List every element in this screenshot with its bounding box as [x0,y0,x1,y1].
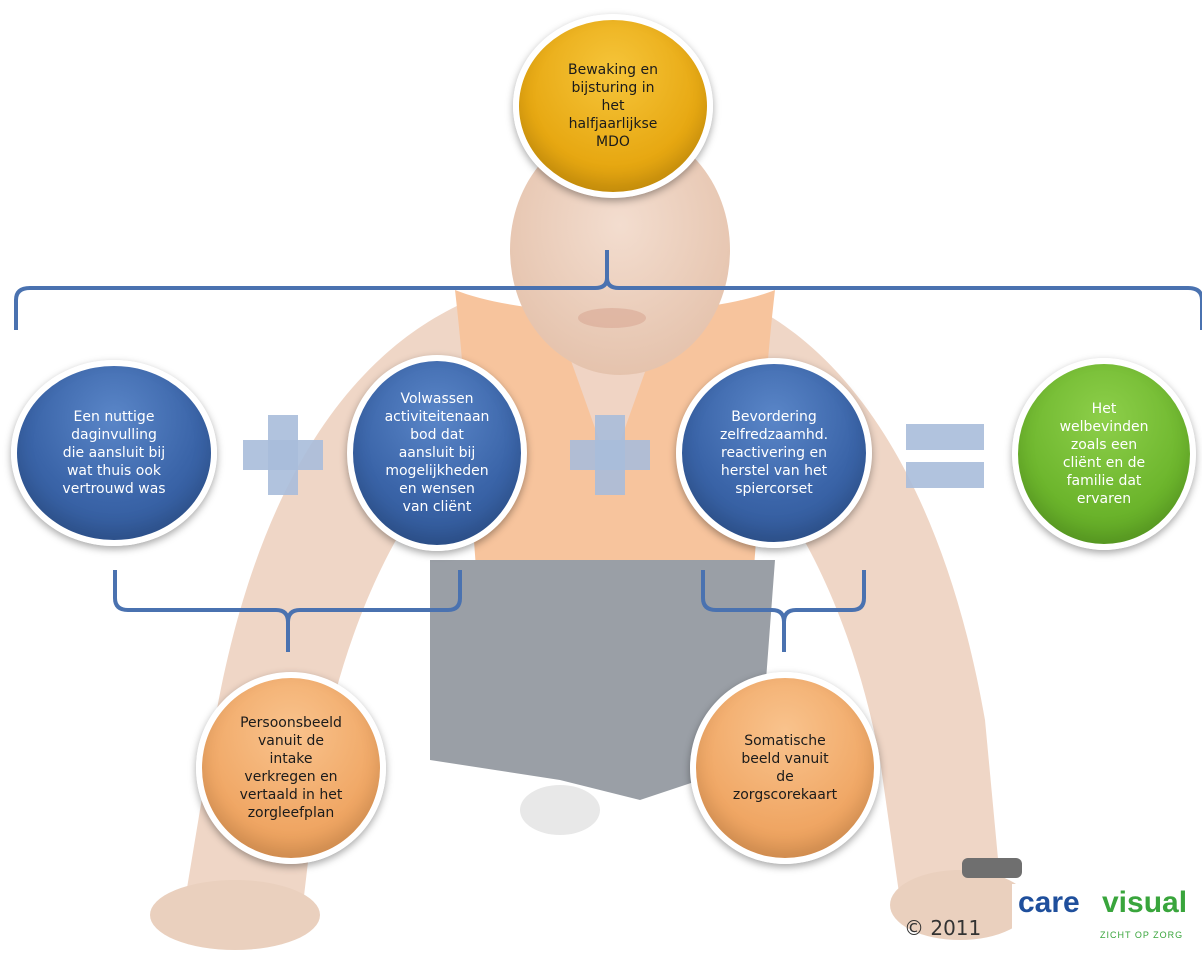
circle-person-profile-text: Persoonsbeeld vanuit de intake verkregen… [239,715,343,821]
logo-tagline: ZICHT OP ZORG [1100,930,1184,940]
circle-self-reliance: Bevordering zelfredzaamhd. reactivering … [676,358,872,548]
logo-word-care: care [1018,886,1080,919]
lower-right-bracket [701,570,866,652]
circle-somatic-profile: Somatische beeld vanuit de zorgscorekaar… [690,672,880,864]
circle-person-profile: Persoonsbeeld vanuit de intake verkregen… [196,672,386,864]
logo-word-visual: visual [1102,886,1188,919]
circle-self-reliance-text: Bevordering zelfredzaamhd. reactivering … [719,409,829,497]
circle-adult-activities-text: Volwassen activiteitenaan bod dat aanslu… [384,391,490,515]
top-bracket [14,250,1202,330]
copyright-text: © 2011 [904,916,982,940]
circle-daytime-activity-text: Een nuttige daginvulling die aansluit bi… [62,409,166,497]
circle-wellbeing-result-text: Het welbevinden zoals een cliënt en de f… [1059,401,1149,507]
circle-wellbeing-result: Het welbevinden zoals een cliënt en de f… [1012,358,1196,550]
circle-monitoring-mdo: Bewaking en bijsturing in het halfjaarli… [513,14,713,198]
care-visual-logo: care visual ZICHT OP ZORG [1012,884,1202,946]
circle-adult-activities: Volwassen activiteitenaan bod dat aanslu… [347,355,527,551]
circle-daytime-activity: Een nuttige daginvulling die aansluit bi… [11,360,217,546]
circle-monitoring-mdo-text: Bewaking en bijsturing in het halfjaarli… [568,62,658,150]
circle-somatic-profile-text: Somatische beeld vanuit de zorgscorekaar… [732,733,838,803]
lower-left-bracket [113,570,462,652]
